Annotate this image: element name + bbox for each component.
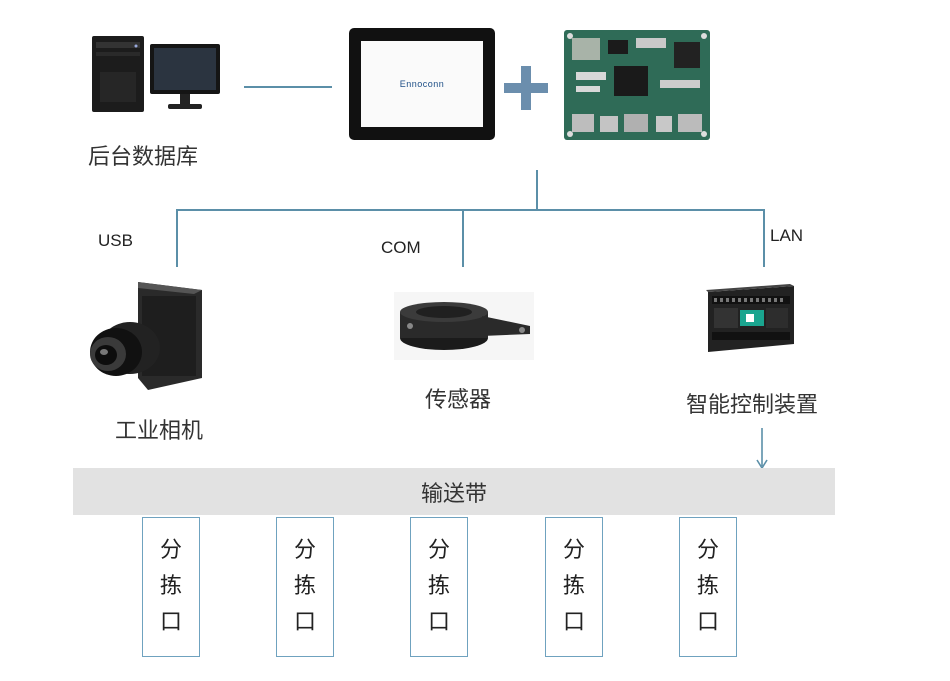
backend-database-label: 后台数据库 xyxy=(88,145,199,170)
camera-label: 工业相机 xyxy=(115,419,204,444)
embedded-board-icon xyxy=(564,30,710,140)
port-char: 分 xyxy=(293,538,316,563)
usb-drop-line xyxy=(176,209,178,267)
port-char: 口 xyxy=(293,610,316,635)
pc-tablet-connector xyxy=(244,86,332,88)
port-char: 拣 xyxy=(293,574,316,599)
tablet-brand-text: Ennoconn xyxy=(399,79,445,89)
port-char: 分 xyxy=(562,538,585,563)
plc-controller-icon xyxy=(706,284,794,352)
port-char: 分 xyxy=(159,538,182,563)
port-char: 拣 xyxy=(159,574,182,599)
sensor-label: 传感器 xyxy=(425,388,492,413)
desktop-computer-icon xyxy=(92,36,220,112)
industrial-camera-icon xyxy=(90,282,202,390)
port-char: 分 xyxy=(427,538,450,563)
sorting-port: 分 拣 口 xyxy=(276,517,334,657)
sorting-port: 分 拣 口 xyxy=(679,517,737,657)
industrial-tablet: Ennoconn xyxy=(349,28,495,140)
lan-drop-line xyxy=(763,209,765,267)
port-char: 分 xyxy=(696,538,719,563)
lan-interface-label: LAN xyxy=(770,226,804,245)
sorting-port: 分 拣 口 xyxy=(142,517,200,657)
port-char: 口 xyxy=(562,610,585,635)
sorting-port: 分 拣 口 xyxy=(410,517,468,657)
port-char: 拣 xyxy=(696,574,719,599)
port-char: 拣 xyxy=(427,574,450,599)
controller-arrow-icon xyxy=(756,428,768,470)
conveyor-belt: 输送带 xyxy=(73,468,835,515)
sensor-icon xyxy=(394,292,534,360)
com-drop-line xyxy=(462,209,464,267)
sorting-port: 分 拣 口 xyxy=(545,517,603,657)
port-char: 口 xyxy=(427,610,450,635)
board-bus-vertical xyxy=(536,170,538,210)
controller-label: 智能控制装置 xyxy=(686,393,819,418)
port-char: 拣 xyxy=(562,574,585,599)
bus-horizontal xyxy=(176,209,765,211)
plus-icon xyxy=(504,66,548,110)
conveyor-label: 输送带 xyxy=(420,481,487,507)
port-char: 口 xyxy=(696,610,719,635)
port-char: 口 xyxy=(159,610,182,635)
com-interface-label: COM xyxy=(381,238,421,257)
usb-interface-label: USB xyxy=(98,231,133,250)
